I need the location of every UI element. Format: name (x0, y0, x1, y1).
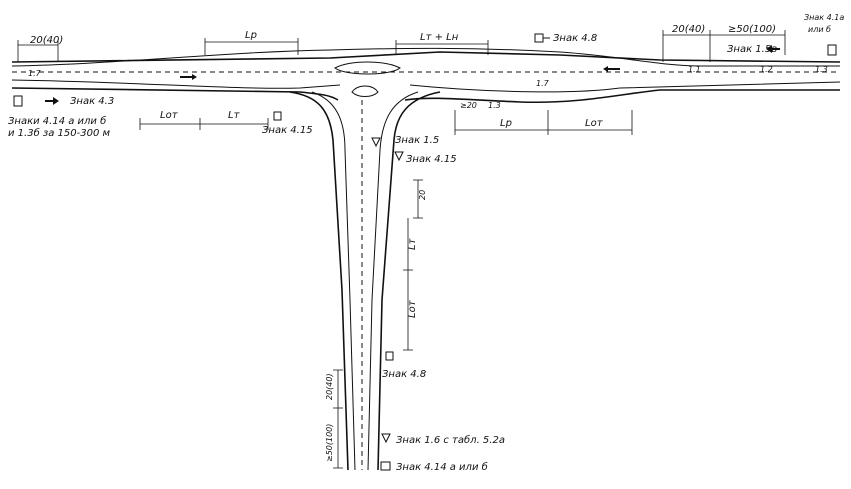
central-island (334, 61, 401, 97)
label-sign-4-8-bottom: Знак 4.8 (382, 369, 426, 380)
label-lane-1-1: 1.1 (688, 65, 701, 74)
label-sign-4-15-left: Знак 4.15 (262, 125, 313, 136)
main-road (11, 47, 841, 104)
label-20-40-top-right: 20(40) (672, 24, 705, 35)
sign-4-8-top-icon (534, 33, 550, 43)
label-20-40-vertical: 20(40) (325, 373, 334, 400)
label-lane-1-3: 1.3 (815, 65, 828, 74)
lane-arrows (45, 45, 780, 105)
label-sign-4-1a: Знак 4.1а (804, 13, 844, 22)
label-20-40-top-left: 20(40) (30, 35, 63, 46)
sign-4-15-right-icon (394, 151, 404, 162)
label-lp-top: Lр (245, 30, 257, 41)
label-lt-plus-ln: Lт + Lн (420, 32, 459, 43)
label-lane-1-2: 1.2 (760, 65, 773, 74)
label-sign-4-8-top: Знак 4.8 (553, 33, 597, 44)
sign-4-1-right-icon (827, 44, 837, 56)
label-sign-1-6-plate: Знак 1.6 с табл. 5.2а (396, 434, 505, 446)
road-signs (13, 33, 837, 471)
label-sign-4-1a-or-b: или б (808, 25, 831, 34)
dimension-lines (17, 30, 786, 469)
sign-4-15-left-icon (273, 111, 282, 121)
label-lot-left: Lот (160, 110, 179, 121)
label-50-100-vertical: ≥50(100) (325, 424, 334, 462)
label-signs-4-14-left: Знаки 4.14 а или б (8, 115, 106, 127)
label-lt-vertical: Lт (407, 237, 418, 250)
label-lane-1-7-right: 1.7 (536, 79, 550, 88)
sign-1-6-icon (381, 433, 391, 444)
label-lt-left: Lт (228, 110, 241, 121)
label-50-100-top-right: ≥50(100) (728, 24, 776, 35)
label-sign-4-15-right: Знак 4.15 (406, 154, 457, 165)
label-lot-vertical: Lот (407, 299, 418, 318)
diagram-labels: 20(40) Lр Lт + Lн Знак 4.8 20(40) ≥50(10… (8, 13, 844, 473)
sign-4-8-bottom-icon (385, 351, 394, 361)
label-lane-1-7-left: 1.7 (28, 69, 42, 78)
label-signs-1-3b: и 1.3б за 150-300 м (8, 127, 111, 139)
sign-1-5-icon (371, 137, 381, 148)
label-lp-right: Lр (500, 118, 512, 129)
sign-4-14-bottom-icon (380, 461, 391, 471)
sign-4-3-left-icon (13, 95, 23, 107)
label-20-mid: ≥20 (460, 101, 477, 110)
label-lot-right: Lот (585, 118, 604, 129)
label-lane-1-3-mid: 1.3 (488, 101, 501, 110)
label-sign-4-3: Знак 4.3 (70, 96, 114, 107)
secondary-road (289, 91, 441, 471)
label-signs-4-14-bottom: Знак 4.14 а или б (396, 461, 488, 473)
label-20-vertical: 20 (418, 190, 427, 200)
label-sign-1-5v: Знак 1.5в (727, 44, 777, 55)
label-sign-1-5: Знак 1.5 (395, 135, 439, 146)
